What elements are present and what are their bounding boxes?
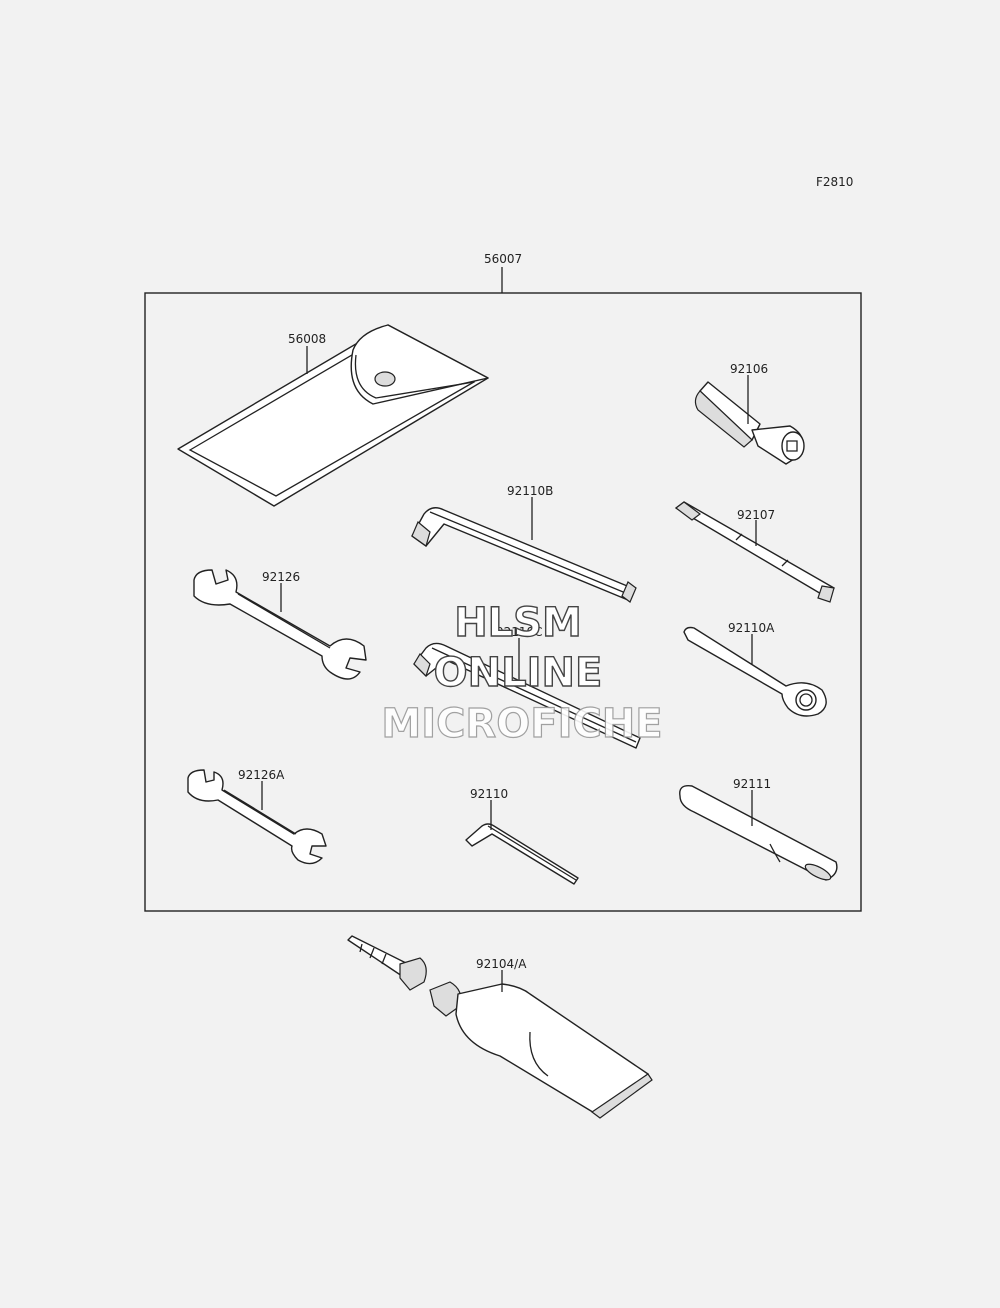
watermark-line1: HLSM xyxy=(454,600,582,646)
open-end-wrench-large[interactable] xyxy=(193,569,367,680)
kit-label: 56007 xyxy=(484,252,522,266)
hex-wrench-b-label: 92110B xyxy=(507,484,553,498)
screwdriver[interactable] xyxy=(675,501,835,603)
screwdriver-label: 92107 xyxy=(737,508,775,522)
hex-wrench-c-label: 92110C xyxy=(496,625,543,639)
socket-bit[interactable] xyxy=(694,381,805,465)
watermark: HLSM ONLINE MICROFICHE xyxy=(381,599,663,747)
tool-pouch[interactable] xyxy=(177,324,489,507)
grease-tube-label: 92104/A xyxy=(476,957,527,971)
handle-label: 92111 xyxy=(733,777,771,791)
hex-wrench-small[interactable] xyxy=(465,823,579,885)
grease-tube[interactable] xyxy=(347,935,653,1119)
watermark-line2: ONLINE xyxy=(434,650,603,696)
extension-handle[interactable] xyxy=(679,785,838,883)
wrench-small-label: 92126A xyxy=(238,768,285,782)
pouch-label: 56008 xyxy=(288,332,326,346)
kit-box xyxy=(144,292,862,912)
watermark-line3: MICROFICHE xyxy=(381,701,662,747)
open-end-wrench-small[interactable] xyxy=(187,769,327,865)
ring-wrench[interactable] xyxy=(683,626,827,717)
figure-code: F2810 xyxy=(816,175,853,189)
ring-wrench-label: 92110A xyxy=(728,621,775,635)
hex-wrench-label: 92110 xyxy=(470,787,508,801)
wrench-large-label: 92126 xyxy=(262,570,300,584)
hex-wrench-c[interactable] xyxy=(413,642,641,749)
hex-wrench-b[interactable] xyxy=(411,507,637,603)
socket-label: 92106 xyxy=(730,362,768,376)
